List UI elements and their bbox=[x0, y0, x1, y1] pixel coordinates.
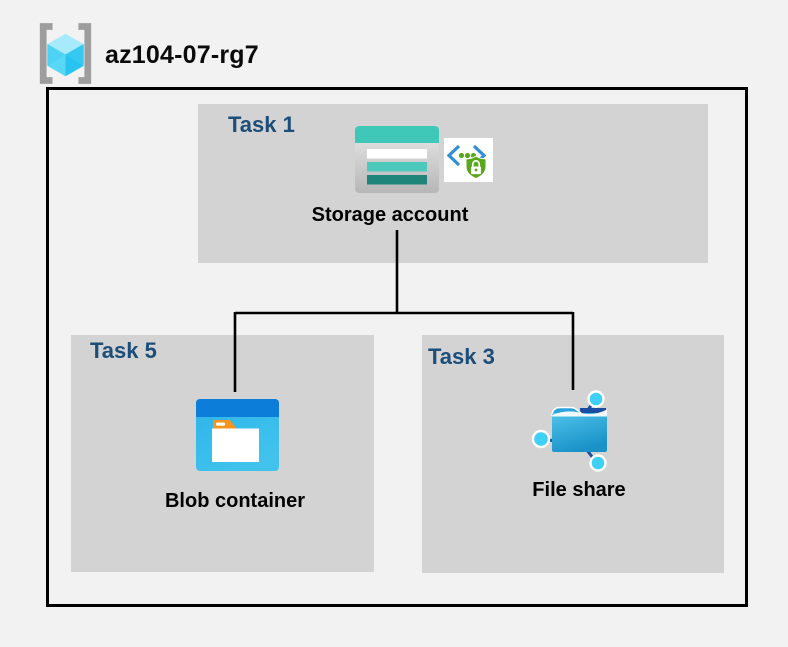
blob-container-icon bbox=[196, 399, 279, 471]
secure-access-icon bbox=[444, 138, 493, 182]
task1-label: Task 1 bbox=[228, 112, 295, 137]
storage-account-label: Storage account bbox=[311, 204, 469, 226]
storage-account-icon bbox=[355, 126, 439, 193]
task5-label: Task 5 bbox=[90, 338, 157, 363]
resource-group-icon bbox=[39, 23, 92, 84]
blob-container-label: Blob container bbox=[164, 490, 306, 512]
file-share-icon bbox=[531, 390, 607, 472]
resource-group-title: az104-07-rg7 bbox=[105, 41, 259, 69]
file-share-label: File share bbox=[532, 479, 626, 501]
resource-group-boundary bbox=[46, 87, 748, 607]
task3-label: Task 3 bbox=[428, 344, 495, 369]
